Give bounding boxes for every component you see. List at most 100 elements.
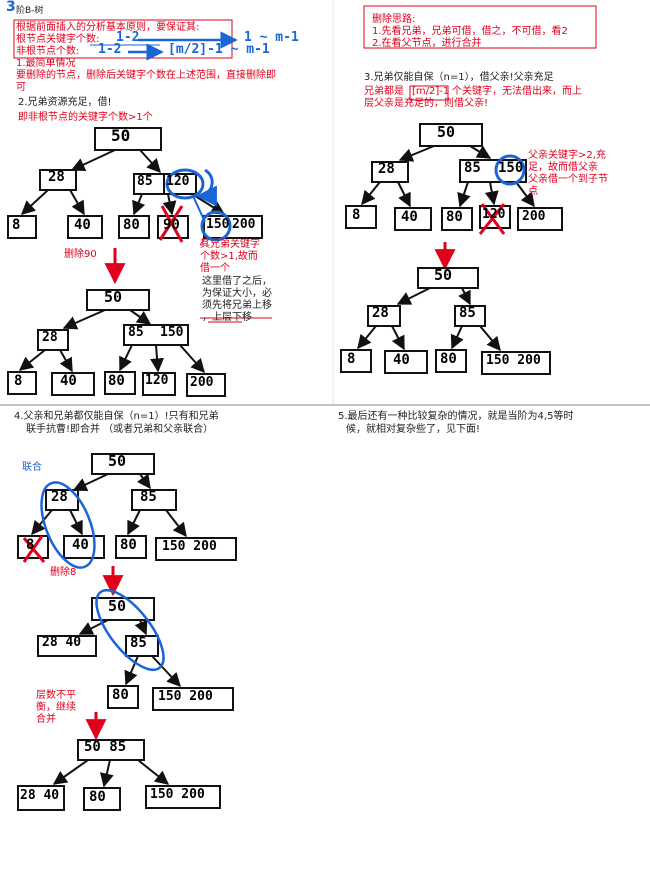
case4-tree3 — [17, 739, 221, 811]
c2t2-leaf-4: 200 — [190, 375, 214, 390]
case2-sub: 即非根节点的关键字个数>1个 — [18, 112, 153, 123]
c3t1-leaf-0: 8 — [352, 207, 361, 223]
c2t2-leaf-1: 40 — [60, 373, 77, 389]
case3-desc-a: 兄弟都是 — [364, 86, 404, 97]
case2-explain-1: 这里借了之后， — [202, 276, 272, 287]
case4-tree2 — [37, 597, 234, 711]
case3-note-2: 足，故而借父亲 — [528, 162, 598, 173]
c3t1-leaf-3: 120 — [482, 207, 506, 222]
c2t2-leaf-3: 120 — [145, 373, 169, 388]
c2t2-leaf-0: 8 — [14, 373, 23, 389]
c4t3-leaf-2: 150 200 — [150, 787, 205, 802]
root-range: 1-2 — [116, 30, 140, 45]
c3t1-right-1: 150 — [498, 160, 524, 176]
c3t1-root: 50 — [437, 123, 456, 141]
c4t2-leaf-1: 150 200 — [158, 689, 213, 704]
c4t1-left: 28 — [51, 489, 68, 505]
c2t2-right-0: 85 — [128, 325, 144, 340]
case3-tree1 — [345, 123, 563, 231]
c4t3-leaf-0: 28 40 — [20, 788, 60, 803]
case2-explain-2: 为保证大小，必 — [202, 288, 272, 299]
ideas-title: 删除思路: — [372, 14, 416, 25]
case4-merge-label: 联合 — [22, 462, 42, 473]
c3t1-leaf-2: 80 — [446, 209, 463, 225]
nonroot-range: 1-2 — [98, 42, 122, 57]
case4-imbalance-3: 合并 — [36, 714, 56, 725]
c2t1-root: 50 — [111, 126, 131, 145]
c3t2-left: 28 — [372, 305, 389, 321]
case2-tree1 — [7, 127, 263, 239]
case5-line2: 候，就相对复杂些了，见下面! — [346, 424, 481, 435]
c4t1-leaf-1: 40 — [72, 537, 89, 553]
case2-title: 2.兄弟资源充足，借! — [18, 97, 112, 108]
c2t1-right-1: 120 — [166, 174, 190, 189]
case2-explain-4: ，上层下移 — [202, 312, 252, 323]
c4t2-root: 50 — [108, 597, 127, 615]
c3t1-right-0: 85 — [464, 160, 481, 176]
c2t1-leaf-4: 150 — [206, 217, 230, 232]
root-bound: 1 ~ m-1 — [244, 30, 299, 45]
case5-line1: 5.最后还有一种比较复杂的情况，就是当阶为4,5等时 — [338, 411, 574, 422]
case4-title1: 4.父亲和兄弟都仅能自保（n=1）!只有和兄弟 — [14, 411, 219, 422]
c3t2-root: 50 — [434, 266, 453, 284]
c2t1-leaf-3: 90 — [163, 217, 180, 233]
case4-imbalance-2: 衡，继续 — [36, 702, 76, 713]
c4t3-leaf-1: 80 — [89, 789, 106, 805]
c2t1-right-0: 85 — [137, 174, 153, 189]
c2t2-right-1: 150 — [160, 325, 184, 340]
case3-desc2: 层父亲是充足的，则借父亲! — [364, 98, 489, 109]
c2t1-leaf-5: 200 — [232, 217, 256, 232]
case3-note-3: 父亲借一个到子节 — [528, 174, 608, 185]
c4t1-root: 50 — [108, 452, 127, 470]
case4-imbalance-1: 层数不平 — [36, 690, 76, 701]
intro-line2: 根节点关键字个数: — [16, 34, 100, 45]
intro-line3: 非根节点个数: — [16, 46, 80, 57]
case3-title: 3.兄弟仅能自保（n=1），借父亲!父亲充足 — [364, 72, 554, 83]
c2t1-left: 28 — [48, 169, 65, 185]
case4-title2: 联手抗曹!即合并 （或者兄弟和父亲联合） — [26, 424, 214, 435]
c2t2-left: 28 — [42, 330, 58, 345]
title-mark: 3 — [6, 0, 16, 15]
case3-desc-c: 个关键字，无法借出来，而上 — [452, 86, 582, 97]
c4t1-right-0: 85 — [140, 489, 157, 505]
case3-note-1: 父亲关键字>2,充 — [528, 150, 606, 161]
case4-delete-label: 删除8 — [50, 567, 77, 578]
c3t2-leaf-0: 8 — [347, 351, 356, 367]
case2-note-3: 借一个 — [200, 263, 230, 274]
case2-tree2 — [7, 289, 226, 397]
case2-note-2: 个数>1,故而 — [200, 251, 258, 262]
c3t1-leaf-4: 200 — [522, 209, 546, 224]
case2-delete-label: 删除90 — [64, 249, 97, 260]
case3-note-4: 点 — [528, 186, 538, 197]
case3-tree2 — [340, 267, 551, 375]
case3-desc-b: [m/2]-1 — [412, 86, 450, 97]
c4t2-leaf-0: 80 — [112, 687, 129, 703]
c2t1-leaf-2: 80 — [123, 217, 140, 233]
case2-note-1: 其兄弟关键字 — [200, 239, 260, 250]
c2t1-leaf-0: 8 — [12, 217, 21, 233]
intro-line1: 根据前面插入的分析基本原则，要保证其: — [16, 22, 200, 33]
page-title: 阶B-树 — [16, 6, 44, 16]
ideas-line2: 2.在看父节点，进行合并 — [372, 38, 482, 49]
c4t2-left: 28 40 — [42, 635, 82, 650]
c4t1-leaf-3: 150 200 — [162, 539, 217, 554]
c2t1-leaf-1: 40 — [74, 217, 91, 233]
ideas-line1: 1.先看兄弟，兄弟可借，借之，不可借，看2 — [372, 26, 568, 37]
c3t1-left: 28 — [378, 161, 395, 177]
case1-desc: 要删除的节点，删除后关键字个数在上述范围，直接删除即可 — [16, 70, 276, 93]
case2-explain-3: 须先将兄弟上移 — [202, 300, 272, 311]
c4t1-leaf-0: 8 — [26, 537, 35, 553]
case1-title: 1.最简单情况 — [16, 58, 76, 69]
c3t2-leaf-2: 80 — [440, 351, 457, 367]
c3t1-leaf-1: 40 — [401, 209, 418, 225]
c3t2-leaf-3: 150 200 — [486, 353, 541, 368]
c4t2-right-0: 85 — [130, 635, 147, 651]
c4t1-leaf-2: 80 — [120, 537, 137, 553]
c3t2-leaf-1: 40 — [393, 352, 410, 368]
case4-tree1 — [17, 453, 237, 561]
c2t2-leaf-2: 80 — [108, 373, 125, 389]
c4t3-root: 50 85 — [84, 739, 127, 755]
c3t2-right-0: 85 — [459, 305, 476, 321]
nonroot-bound: [m/2]-1 ~ m-1 — [168, 42, 270, 57]
